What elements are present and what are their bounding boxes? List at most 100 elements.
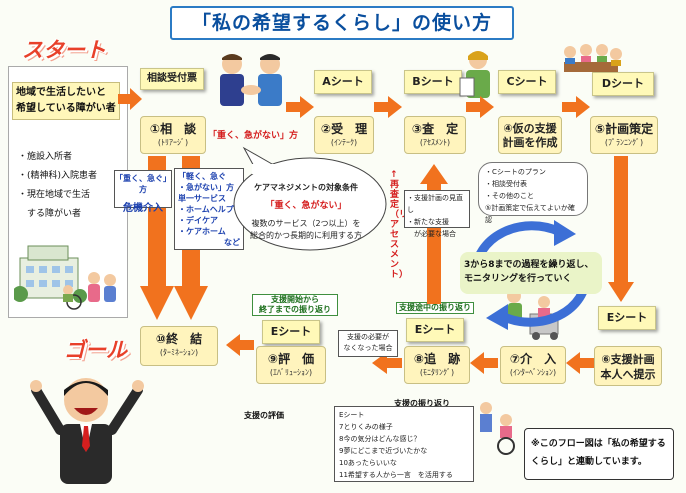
reassess-line: ・支援計画の見直し [407,194,463,214]
page-title: 「私の希望するくらし」の使い方 [170,6,514,40]
intro-target-box: 地域で生活したいと 希望している障がい者 [12,82,120,120]
condition-bubble-shape [233,146,387,251]
step-1-sub: (ﾄﾘｱｰｼﾞ) [157,138,189,147]
start-label: スタート [22,38,106,62]
c-list-cloud: ・Cシートのプラン ・相談受付表 ・その他のこと ⑤計画策定で伝えてよいか確認 [478,162,588,224]
a-sheet-note: Aシート [314,70,372,94]
step-10-termination: ⑩終 結 (ﾀｰﾐﾈｰｼｮﾝ) [140,326,218,366]
step-8-sub: (ﾓﾆﾀﾘﾝｸﾞ) [419,368,455,377]
cycle-line-1: 3から8までの過程を繰り返し、 [464,260,594,270]
flow-arrow [118,88,142,110]
intro-bullet: ・施設入所者 [18,152,73,162]
c-list-item: ・その他のこと [485,192,534,200]
step-9-sub: (ｴﾊﾞﾘｭｰｼｮﾝ) [269,368,313,377]
step-5-planning: ⑤計画策定 (ﾌﾟﾗﾝﾆﾝｸﾞ) [590,116,658,154]
step-9-label: ⑨評 価 [267,352,315,366]
step-8-label: ⑧追 跡 [413,352,461,366]
support-review-label: 支援の振り返り [394,399,450,408]
light-title: 単一サービス [178,194,226,203]
e-sheet-left-note: Eシート [262,320,320,344]
step-4-sub: 計画を作成 [502,136,558,149]
condition-bubble: ケアマネジメントの対象条件 「重く、急がない」 複数のサービス（2つ以上）を 総… [236,182,376,242]
support-end-text: 終了までの振り返り [259,305,331,314]
flow-arrow [286,96,314,118]
step-1-label: ①相 談 [149,122,197,136]
reassessment-label: ↑再査定（リアセスメント） [390,170,409,280]
step-7-intervention: ⑦介 入 (ｲﾝﾀｰﾍﾞﾝｼｮﾝ) [500,346,566,384]
e-list-item: 9夢にどこまで近づいたかな [339,447,428,455]
meeting-illustration [564,44,622,72]
footer-line-2: くらし」と連動しています。 [531,457,647,467]
intro-bullets: ・施設入所者 ・(精神科)入院患者 ・現在地域で生活 する障がい者 [18,148,118,224]
step-1-consult: ①相 談 (ﾄﾘｱｰｼﾞ) [140,116,206,154]
cheering-man-illustration [30,378,144,484]
c-list-item: ・Cシートのプラン [485,168,546,176]
c-list-item: ⑤計画策定で伝えてよいか確認 [485,204,575,224]
light-head: 「軽く、急ぐ [178,172,226,181]
reassess-line: ・新たな支援 [407,218,449,226]
e-list-item: 11希望する人から一言 を活用する [339,471,453,479]
step-10-label: ⑩終 結 [155,332,203,346]
e-sheet-right-note: Eシート [598,306,656,330]
intro-bullet: する障がい者 [18,209,82,219]
step-5-sub: (ﾌﾟﾗﾝﾆﾝｸﾞ) [604,138,644,147]
c-list-item: ・相談受付表 [485,180,527,188]
step-4-label: ④仮の支援 [503,122,557,135]
unneeded-line: なくなった場合 [343,344,393,352]
reassess-line: が必要な場合 [407,230,456,238]
crisis-body: 危機介入 [123,203,163,214]
goal-label: ゴール [64,338,127,362]
step-3-sub: (ｱｾｽﾒﾝﾄ) [419,138,451,147]
step-9-evaluation: ⑨評 価 (ｴﾊﾞﾘｭｰｼｮﾝ) [256,346,326,384]
b-sheet-note: Bシート [404,70,462,94]
light-item: ・デイケア [178,216,218,225]
crisis-box: 「重く、急ぐ」方 危機介入 [114,170,172,214]
e-list-item: Eシート [339,411,365,419]
d-sheet-note: Dシート [592,72,654,96]
consult-sheet-note: 相談受付票 [140,68,204,90]
flow-arrow [374,96,402,118]
intro-bullet: ・現在地域で生活 [18,190,91,200]
e-list-item: 10あったらいいな [339,459,397,467]
meeting-illustration [459,51,490,98]
step-6-sub: 本人へ提示 [600,368,656,381]
building-illustration [14,245,116,310]
flow-arrow [608,156,634,302]
flow-arrow [566,352,594,374]
step-8-monitoring: ⑧追 跡 (ﾓﾆﾀﾘﾝｸﾞ) [404,346,470,384]
crisis-head: 「重く、急ぐ」方 [115,174,171,194]
step-4-temp-plan: ④仮の支援 計画を作成 [498,116,562,154]
step-7-label: ⑦介 入 [509,352,557,366]
step-7-sub: (ｲﾝﾀｰﾍﾞﾝｼｮﾝ) [509,368,557,377]
step-2-label: ②受 理 [320,122,368,136]
cycle-line-2: モニタリングを行っていく [464,274,572,284]
support-from-text: 支援開始から [271,295,319,304]
support-period-tag: 支援開始から 終了までの振り返り [252,294,338,316]
step-5-label: ⑤計画策定 [594,122,654,136]
e-list-item: 7とりくみの様子 [339,423,393,431]
light-head-2: ・急がない」方 [178,183,234,192]
intro-bullet: ・(精神科)入院患者 [18,171,98,181]
e-sheet-mid-note: Eシート [406,318,464,342]
cycle-text: 3から8までの過程を繰り返し、 モニタリングを行っていく [460,252,602,294]
flow-arrow [470,352,498,374]
step-2-sub: (ｲﾝﾃｰｸ) [330,138,358,147]
light-item: ・ホームヘルプ [178,205,234,214]
flow-arrow [226,334,254,356]
light-item: ・ケアホーム [178,227,226,236]
bubble-body-2: 総合的かつ長期的に利用する方 [250,231,362,240]
intro-line-2: 希望している障がい者 [16,103,116,114]
unneeded-box: 支援の必要が なくなった場合 [338,330,398,357]
footer-line-1: ※このフロー図は「私の希望する [531,439,666,449]
step-6-present-plan: ⑥支援計画 本人へ提示 [594,346,662,386]
c-sheet-note: Cシート [498,70,556,94]
step-6-label: ⑥支援計画 [601,353,655,366]
eval-label: 支援の評価 [244,411,284,420]
people-illustration [480,402,515,455]
intro-line-1: 地域で生活したいと [16,87,106,98]
footer-note: ※このフロー図は「私の希望する くらし」と連動しています。 [524,428,674,480]
e-list-item: 8今の気分はどんな感じ？ [339,435,421,443]
bubble-body-1: 複数のサービス（2つ以上）を [251,219,361,228]
bubble-emph: 「重く、急がない」 [265,201,347,211]
